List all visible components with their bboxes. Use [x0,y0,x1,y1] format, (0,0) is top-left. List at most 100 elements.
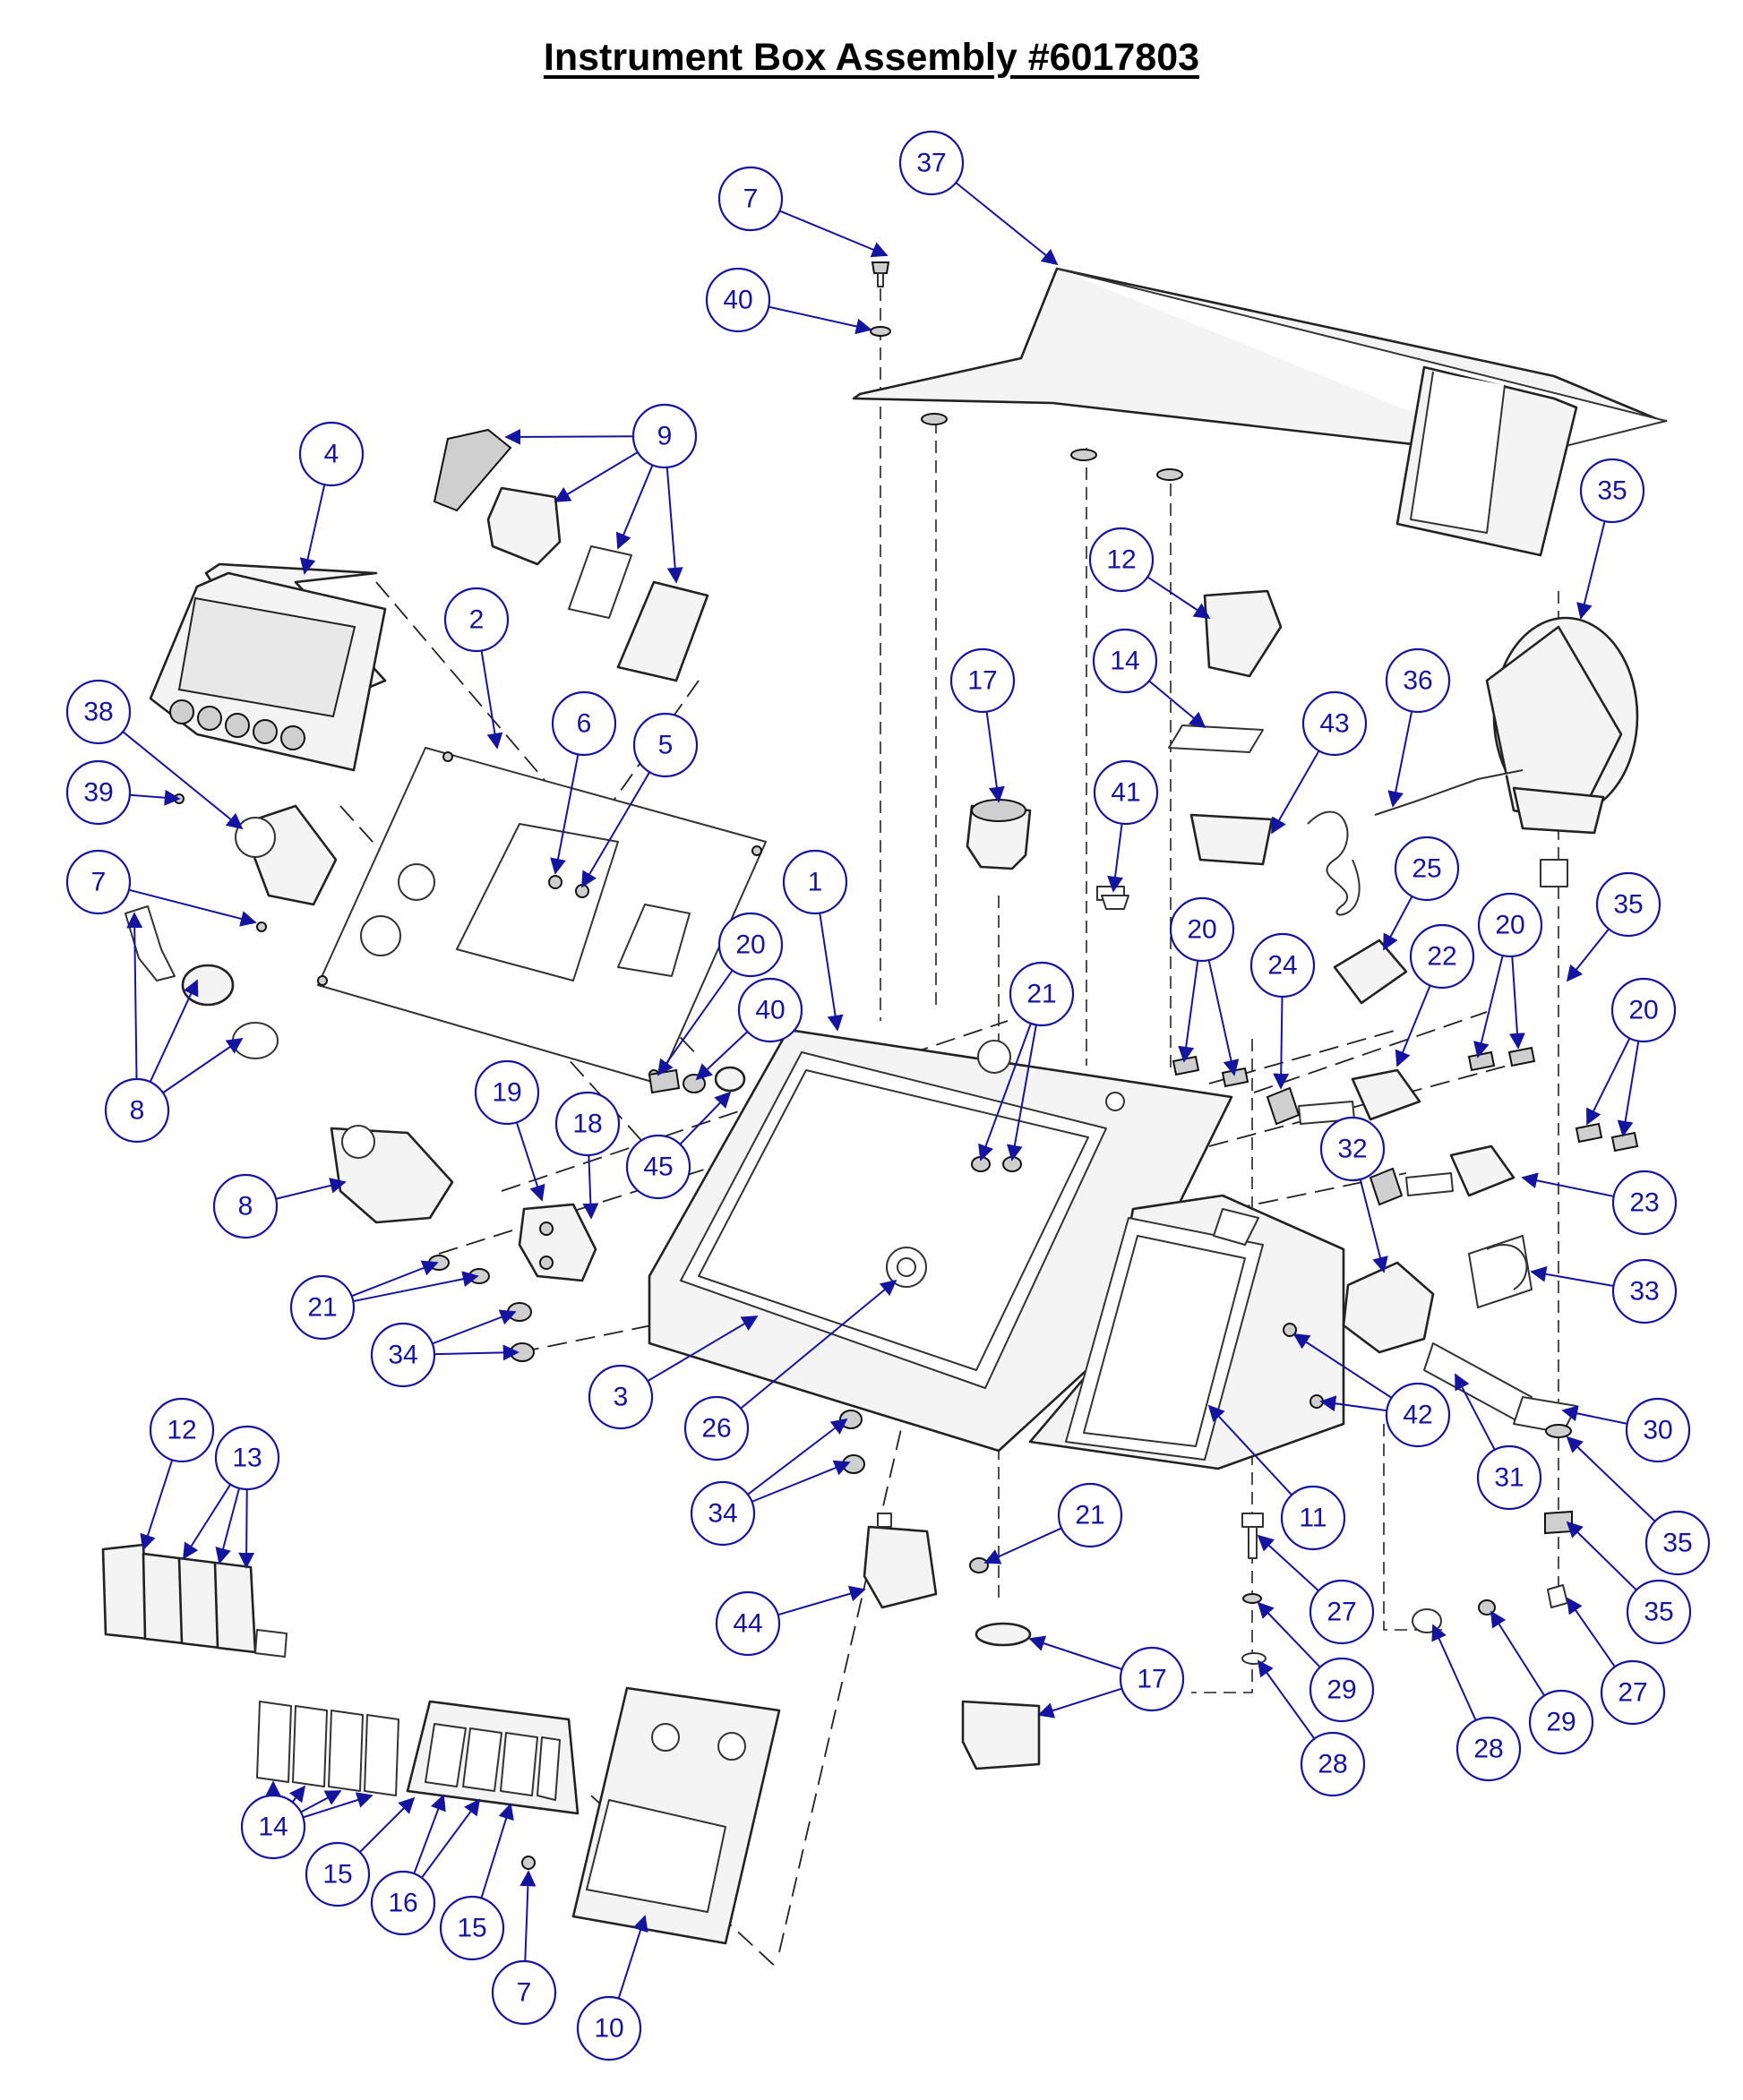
callout-c36: 36 [1385,647,1451,808]
leader-arrow [1148,680,1206,729]
callout-number: 34 [708,1499,737,1529]
callout-balloon [1610,977,1677,1043]
leader-arrow [1292,1333,1393,1399]
leader-arrow [299,484,326,575]
callout-c20-c: 20 [1586,977,1677,1137]
callout-number: 32 [1337,1135,1367,1164]
callout-balloon [1611,1170,1678,1236]
callout-c11: 11 [1207,1404,1346,1551]
callout-c29-right: 29 [1490,1610,1594,1755]
leader-arrow [1566,928,1610,982]
part-drawings [101,261,1668,1971]
callout-c26: 26 [683,1279,897,1461]
leader-arrow [126,912,143,1080]
callout-balloon [298,421,365,487]
callout-balloon [551,690,617,757]
callout-number: 28 [1318,1750,1347,1779]
switch-block-part-19 [518,1203,597,1282]
callout-c21-top: 21 [978,961,1075,1161]
leader-arrow [647,1316,759,1383]
leader-arrow [432,1309,517,1345]
leader-arrow [1387,711,1413,808]
callout-number: 28 [1473,1735,1503,1764]
callout-number: 29 [1546,1708,1576,1737]
callout-number: 20 [735,930,765,960]
callout-balloon [690,1480,756,1547]
callout-number: 19 [492,1078,521,1108]
callout-number: 34 [388,1341,417,1370]
callout-balloon [65,759,132,826]
leader-arrow [751,1460,851,1503]
callout-number: 12 [1106,545,1136,575]
leader-arrow [1586,1037,1631,1126]
callout-c15-right: 15 [439,1803,514,1961]
callout-balloon [65,679,132,745]
leader-arrow [1473,955,1504,1059]
callout-balloon [1119,1646,1185,1712]
callout-number: 29 [1327,1676,1356,1705]
callout-c15-left: 15 [305,1796,416,1907]
callout-balloon [683,1395,750,1461]
leader-arrow [480,650,503,750]
callout-number: 17 [1137,1665,1166,1694]
leader-arrow [480,1803,514,1899]
connector-part-38 [174,793,338,906]
callout-c1: 1 [782,849,848,1032]
callout-balloon [737,977,803,1043]
callout-balloon [1301,690,1368,757]
leader-arrow [162,1037,244,1094]
leader-arrow [275,1178,347,1200]
callout-balloon [439,1895,505,1961]
callout-c41: 41 [1093,759,1159,893]
callout-c27-mid: 27 [1257,1534,1375,1645]
leader-arrow [983,1527,1062,1564]
callout-number: 45 [643,1153,673,1182]
leader-arrow [768,305,872,335]
leader-arrow [434,1344,519,1361]
leader-arrow [238,1488,255,1569]
knob-and-bracket-parts-30-33 [1342,1235,1577,1434]
cable-glands-parts-22-25 [1266,939,1515,1206]
callout-number: 42 [1403,1401,1432,1430]
callout-number: 25 [1412,854,1441,884]
callout-c35-bracket: 35 [1566,871,1661,982]
leader-arrow [1561,1405,1627,1425]
callout-balloon [715,1590,781,1657]
callout-c32: 32 [1319,1116,1388,1273]
callout-number: 36 [1403,666,1432,696]
callout-number: 24 [1267,951,1297,981]
callout-balloon [240,1794,306,1860]
callout-c16: 16 [370,1794,481,1936]
leader-arrow [1146,576,1211,619]
callout-balloon [632,712,699,778]
leader-arrow [1107,823,1123,893]
callout-c28-mid: 28 [1257,1659,1366,1797]
callout-balloon [1477,892,1543,958]
callout-number: 14 [258,1813,288,1842]
top-cover-part-37 [852,267,1668,557]
callout-number: 6 [577,709,592,739]
callout-number: 43 [1319,709,1349,739]
callout-balloon [104,1077,170,1144]
callout-balloon [1385,1382,1451,1448]
callout-c17-top: 17 [949,647,1016,803]
callout-balloon [705,267,771,333]
leader-arrow [149,979,199,1083]
callout-balloon [631,403,698,469]
callout-c39: 39 [65,759,181,826]
leader-arrow [1028,1635,1123,1670]
callout-c5: 5 [581,712,699,888]
leader-arrow [657,969,734,1076]
callout-c10: 10 [576,1915,648,2061]
callout-c30: 30 [1561,1397,1691,1463]
callout-c4: 4 [298,421,365,575]
callout-number: 12 [167,1416,196,1445]
leader-arrow [1359,1179,1388,1273]
callout-number: 35 [1613,890,1643,920]
callout-balloon [1300,1731,1366,1797]
leader-arrow [1395,985,1431,1067]
callout-balloon [370,1870,436,1936]
callout-c21-left: 21 [289,1260,479,1341]
